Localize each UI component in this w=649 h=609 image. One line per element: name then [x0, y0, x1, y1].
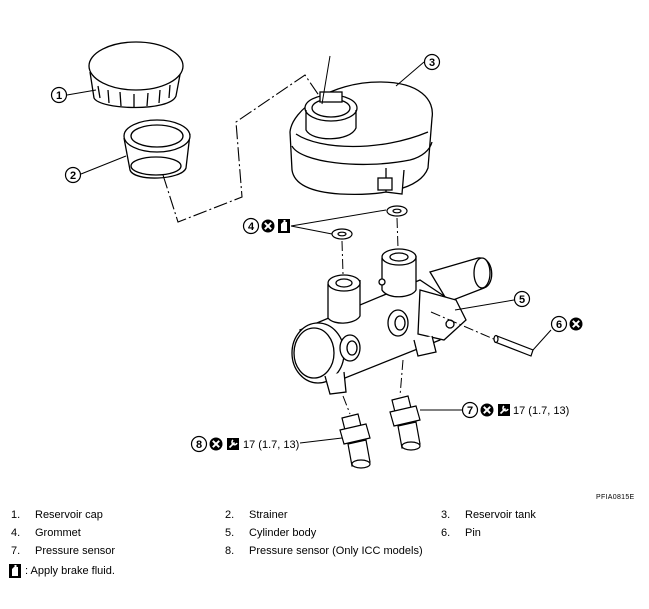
- do-not-reuse-icon: [260, 218, 276, 234]
- svg-text:4: 4: [248, 221, 255, 233]
- pin-part: [493, 334, 534, 357]
- callout-5: 5: [513, 290, 531, 308]
- callout-3: 3: [395, 53, 441, 87]
- legend-note-text: : Apply brake fluid.: [25, 565, 115, 577]
- brake-fluid-icon: [278, 219, 290, 233]
- reservoir-cap-part: [88, 41, 184, 109]
- svg-text:8: 8: [196, 439, 202, 451]
- do-not-reuse-icon: [479, 402, 495, 418]
- do-not-reuse-icon: [208, 436, 224, 452]
- svg-text:3: 3: [429, 57, 435, 69]
- svg-text:7: 7: [467, 405, 473, 417]
- alignment-line: [162, 74, 323, 223]
- legend-item: 8.Pressure sensor (Only ICC models): [225, 545, 423, 557]
- legend-item: 1.Reservoir cap: [11, 509, 103, 521]
- callout-4: 4: [242, 217, 290, 235]
- grommet-part: [331, 205, 408, 240]
- svg-text:6: 6: [556, 319, 562, 331]
- torque-value-8: 17 (1.7, 13): [243, 439, 299, 451]
- torque-wrench-icon: [497, 403, 511, 417]
- legend-item: 6.Pin: [441, 527, 481, 539]
- svg-text:2: 2: [70, 170, 76, 182]
- legend-item: 2.Strainer: [225, 509, 288, 521]
- callout-7: 7 17 (1.7, 13): [461, 401, 569, 419]
- pressure-sensor-8-part: [339, 413, 371, 469]
- master-cylinder-exploded-diagram: 1 2 3 4 5 6 7 17 (1.7, 13) 8 17 (1.7,: [50, 41, 584, 469]
- callout-6: 6: [550, 315, 584, 333]
- cylinder-body-part: [291, 248, 493, 395]
- pressure-sensor-7-part: [389, 395, 421, 451]
- do-not-reuse-icon: [568, 316, 584, 332]
- legend-item: 7.Pressure sensor: [11, 545, 116, 557]
- callout-8: 8 17 (1.7, 13): [190, 435, 299, 453]
- legend-note: : Apply brake fluid.: [8, 563, 115, 579]
- torque-value-7: 17 (1.7, 13): [513, 405, 569, 417]
- svg-text:1: 1: [56, 90, 62, 102]
- figure-reference-code: PFIA0815E: [596, 494, 635, 501]
- callout-2: 2: [64, 155, 127, 184]
- legend-item: 5.Cylinder body: [225, 527, 317, 539]
- legend-item: 3.Reservoir tank: [441, 509, 536, 521]
- strainer-part: [123, 119, 191, 179]
- brake-fluid-icon: [9, 564, 21, 578]
- svg-text:5: 5: [519, 294, 525, 306]
- reservoir-tank-part: [289, 55, 434, 195]
- legend-item: 4.Grommet: [11, 527, 81, 539]
- torque-wrench-icon: [226, 437, 240, 451]
- callout-1: 1: [50, 86, 97, 104]
